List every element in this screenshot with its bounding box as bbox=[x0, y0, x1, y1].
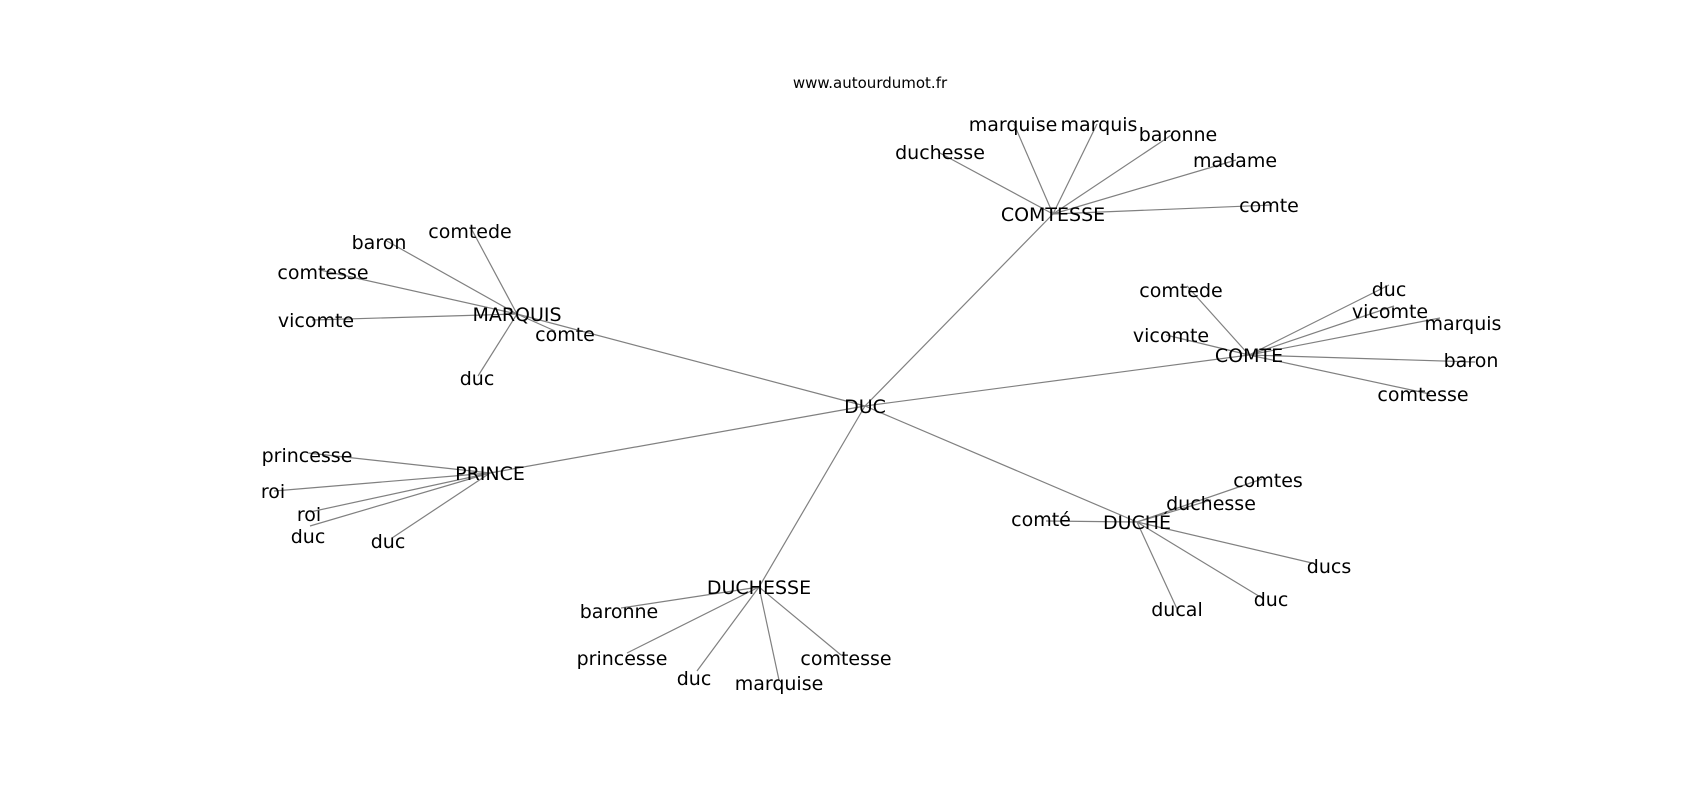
leaf-node[interactable]: marquise bbox=[969, 114, 1058, 136]
edge-hub-leaf bbox=[1248, 284, 1390, 356]
leaf-node[interactable]: duchesse bbox=[895, 142, 985, 164]
edge-hub-leaf bbox=[1248, 354, 1431, 395]
edge-hub-leaf bbox=[758, 586, 780, 681]
leaf-node[interactable]: duc bbox=[677, 668, 712, 690]
leaf-node[interactable]: princesse bbox=[577, 648, 668, 670]
hub-node[interactable]: COMTE bbox=[1215, 345, 1283, 367]
leaf-node[interactable]: duchesse bbox=[1166, 493, 1256, 515]
leaf-node[interactable]: marquise bbox=[735, 673, 824, 695]
hub-node[interactable]: COMTESSE bbox=[1001, 204, 1105, 226]
leaf-node[interactable]: duc bbox=[1372, 279, 1407, 301]
leaf-node[interactable]: vicomte bbox=[1133, 325, 1209, 347]
leaf-node[interactable]: duc bbox=[1254, 589, 1289, 611]
edge-hub-leaf bbox=[1052, 123, 1098, 215]
leaf-node[interactable]: duc bbox=[291, 526, 326, 548]
edge-hub-leaf bbox=[1136, 521, 1179, 612]
edge-root-hub bbox=[864, 354, 1250, 407]
edge-hub-leaf bbox=[309, 472, 491, 527]
edge-hub-leaf bbox=[1045, 520, 1138, 523]
leaf-node[interactable]: baronne bbox=[580, 601, 659, 623]
hub-node[interactable]: MARQUIS bbox=[472, 304, 561, 326]
edge-root-hub bbox=[489, 405, 866, 474]
leaf-node[interactable]: roi bbox=[261, 481, 285, 503]
leaf-node[interactable]: marquis bbox=[1061, 114, 1138, 136]
edge-hub-leaf bbox=[1186, 285, 1250, 356]
edge-hub-leaf bbox=[1136, 521, 1263, 599]
hub-node[interactable]: PRINCE bbox=[455, 463, 525, 485]
leaf-node[interactable]: comtede bbox=[1139, 280, 1222, 302]
edge-hub-leaf bbox=[319, 269, 518, 315]
edge-hub-leaf bbox=[311, 313, 518, 321]
edge-hub-leaf bbox=[696, 586, 760, 672]
leaf-node[interactable]: vicomte bbox=[278, 310, 354, 332]
leaf-node[interactable]: roi bbox=[297, 504, 321, 526]
edge-hub-leaf bbox=[1013, 123, 1054, 215]
edge-hub-leaf bbox=[309, 472, 491, 513]
edge-hub-leaf bbox=[516, 313, 556, 332]
edge-hub-leaf bbox=[391, 472, 491, 539]
leaf-node[interactable]: comtesse bbox=[277, 262, 368, 284]
leaf-node[interactable]: princesse bbox=[262, 445, 353, 467]
edge-hub-leaf bbox=[937, 151, 1054, 215]
leaf-node[interactable]: baron bbox=[352, 232, 407, 254]
edge-hub-leaf bbox=[384, 239, 518, 315]
edge-hub-leaf bbox=[273, 472, 491, 492]
labels: www.autourdumot.fr DUC COMTESSE duchesse ma… bbox=[261, 74, 1502, 695]
edge-hub-leaf bbox=[1248, 305, 1395, 356]
edge-root-hub bbox=[864, 405, 1138, 523]
leaf-node[interactable]: comté bbox=[1011, 509, 1071, 531]
leaf-node[interactable]: baronne bbox=[1139, 124, 1218, 146]
leaf-node[interactable]: vicomte bbox=[1352, 301, 1428, 323]
leaf-node[interactable]: comtesse bbox=[1377, 384, 1468, 406]
edge-hub-leaf bbox=[471, 229, 518, 315]
edge-hub-leaf bbox=[620, 586, 760, 609]
hub-node[interactable]: DUCHESSE bbox=[707, 577, 811, 599]
edge-hub-leaf bbox=[626, 586, 760, 654]
edge-hub-leaf bbox=[1248, 354, 1476, 363]
edge-hub-leaf bbox=[307, 452, 491, 474]
edge-root-hub bbox=[864, 213, 1054, 407]
edge-hub-leaf bbox=[477, 313, 518, 377]
leaf-node[interactable]: comte bbox=[1239, 195, 1299, 217]
edge-root-hub bbox=[516, 313, 866, 407]
edge-hub-leaf bbox=[1052, 204, 1273, 215]
edge-root-hub bbox=[758, 405, 866, 588]
leaf-node[interactable]: duc bbox=[371, 531, 406, 553]
leaf-node[interactable]: comte bbox=[535, 324, 595, 346]
edges bbox=[273, 123, 1476, 681]
edge-hub-leaf bbox=[1165, 334, 1250, 356]
edge-hub-leaf bbox=[1052, 133, 1174, 215]
edge-hub-leaf bbox=[1136, 478, 1263, 523]
leaf-node[interactable]: ducal bbox=[1151, 599, 1202, 621]
root-node[interactable]: DUC bbox=[844, 396, 886, 418]
leaf-node[interactable]: comtede bbox=[428, 221, 511, 243]
edge-hub-leaf bbox=[758, 586, 842, 656]
source-url: www.autourdumot.fr bbox=[793, 74, 948, 92]
edge-hub-leaf bbox=[1136, 499, 1212, 523]
leaf-node[interactable]: comtesse bbox=[800, 648, 891, 670]
leaf-node[interactable]: marquis bbox=[1425, 313, 1502, 335]
edge-hub-leaf bbox=[1136, 521, 1313, 564]
hub-node[interactable]: DUCHÉ bbox=[1103, 511, 1171, 534]
leaf-node[interactable]: duc bbox=[460, 368, 495, 390]
leaf-node[interactable]: comtes bbox=[1233, 470, 1303, 492]
edge-hub-leaf bbox=[1052, 159, 1237, 215]
leaf-node[interactable]: baron bbox=[1444, 350, 1499, 372]
leaf-node[interactable]: ducs bbox=[1307, 556, 1351, 578]
leaf-node[interactable]: madame bbox=[1193, 150, 1277, 172]
edge-hub-leaf bbox=[1248, 317, 1441, 356]
